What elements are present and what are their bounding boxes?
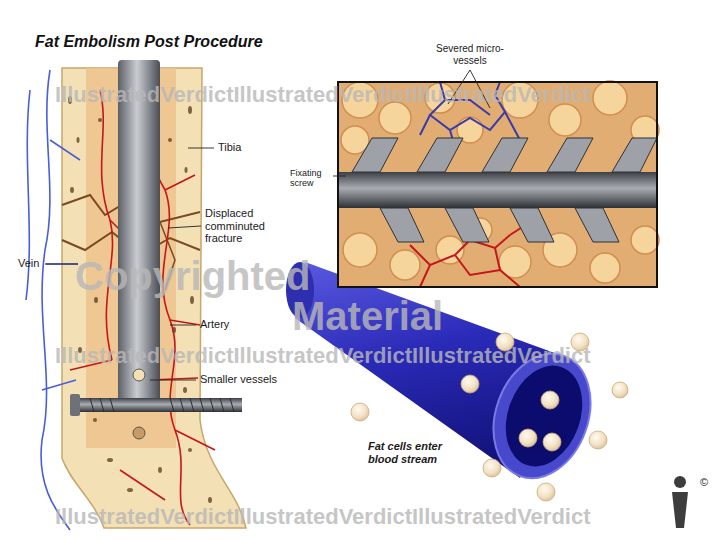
watermark: Copyrighted xyxy=(75,256,311,296)
caption-label: Fat cells enter blood stream xyxy=(368,440,458,465)
watermark: Material xyxy=(292,296,443,336)
locking-screw xyxy=(70,394,242,416)
figure-title: Fat Embolism Post Procedure xyxy=(35,33,263,51)
vein-tube xyxy=(286,262,607,492)
part-label: Displaced comminuted fracture xyxy=(205,207,283,245)
watermark: IllustratedVerdictIllustratedVerdictIllu… xyxy=(55,84,591,106)
logo xyxy=(672,476,688,528)
veins xyxy=(26,70,80,530)
inset-magnification xyxy=(338,81,659,287)
part-label: Severed micro-vessels xyxy=(425,43,515,66)
part-label: Vein xyxy=(18,257,39,270)
part-label: Fixating screw xyxy=(290,168,332,189)
part-label: Tibia xyxy=(218,141,241,154)
part-label: Smaller vessels xyxy=(200,373,277,386)
intramedullary-rod xyxy=(118,60,160,439)
part-label: Artery xyxy=(200,318,229,331)
watermark: IllustratedVerdictIllustratedVerdictIllu… xyxy=(55,506,591,528)
leader-lines xyxy=(46,70,490,380)
copyright-mark: © xyxy=(700,476,708,489)
watermark: IllustratedVerdictIllustratedVerdictIllu… xyxy=(55,345,591,367)
